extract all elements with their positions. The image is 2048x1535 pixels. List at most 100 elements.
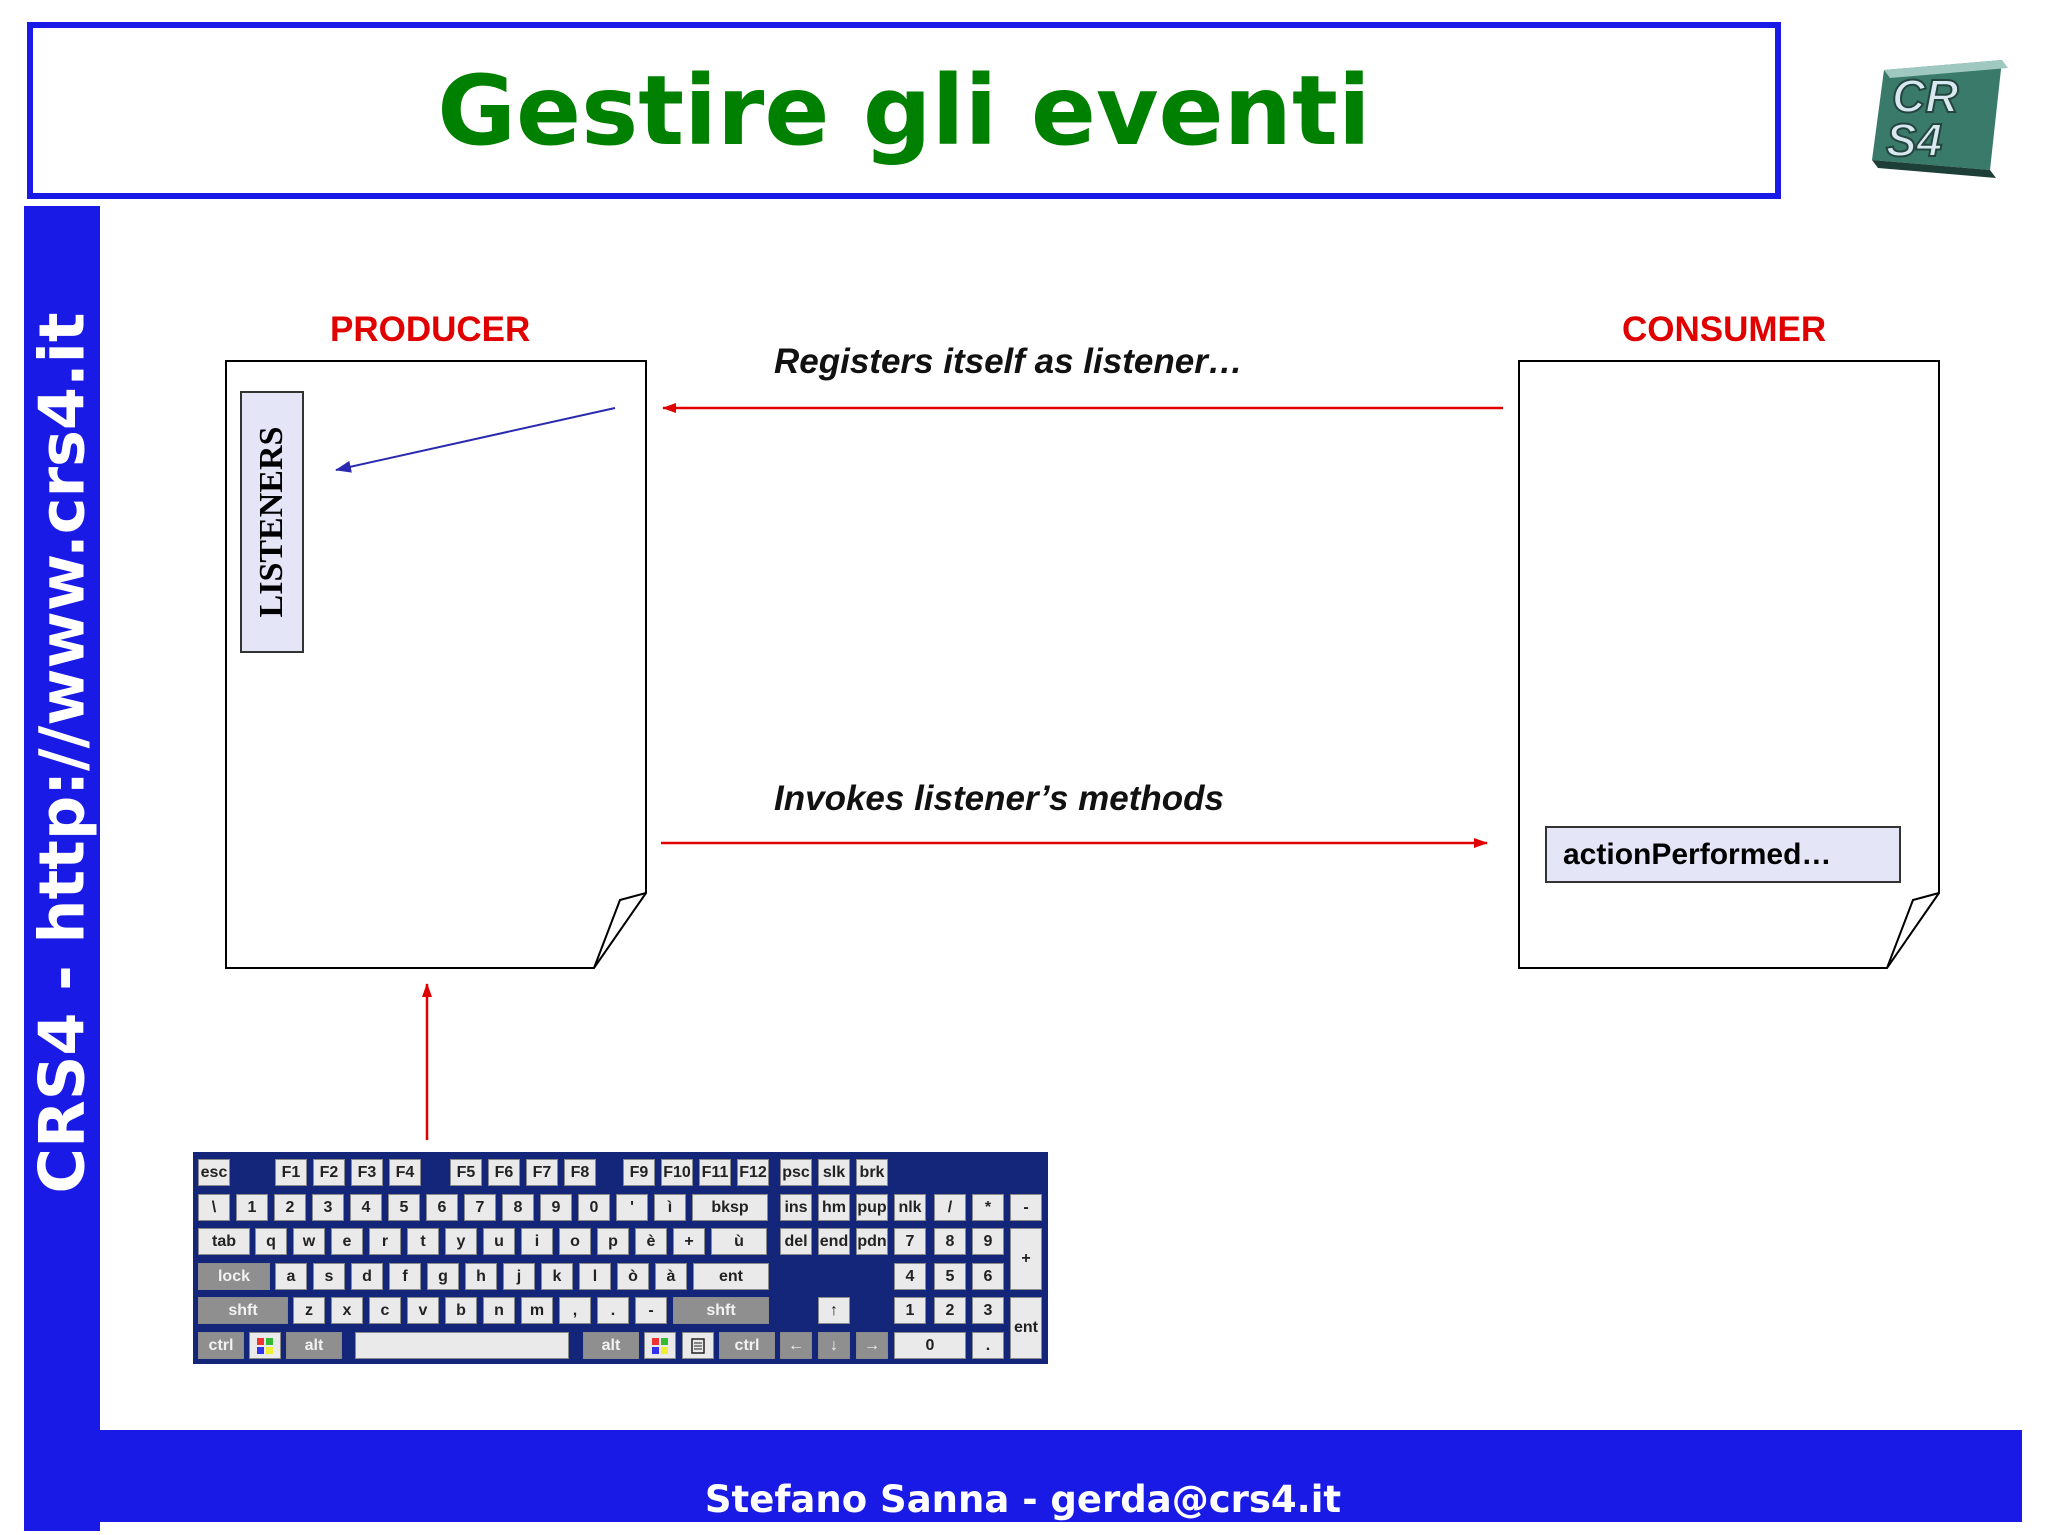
menu-key-icon — [682, 1332, 714, 1359]
key: y — [445, 1228, 477, 1255]
key: v — [407, 1297, 439, 1324]
key: shft — [198, 1297, 288, 1324]
listeners-label: LISTENERS — [253, 426, 290, 618]
windows-key-icon — [249, 1332, 281, 1359]
key: nlk — [894, 1194, 926, 1221]
key: g — [427, 1263, 459, 1290]
windows-key-icon — [644, 1332, 676, 1359]
producer-page-curl — [593, 892, 647, 969]
key: i — [521, 1228, 553, 1255]
key: t — [407, 1228, 439, 1255]
key: h — [465, 1263, 497, 1290]
key: ← — [780, 1332, 812, 1359]
key: ↓ — [818, 1332, 850, 1359]
key: F7 — [526, 1159, 558, 1186]
key: 1 — [894, 1297, 926, 1324]
key: \ — [198, 1194, 230, 1221]
key: f — [389, 1263, 421, 1290]
producer-label: PRODUCER — [330, 310, 531, 349]
producer-document — [225, 360, 647, 969]
key: 7 — [894, 1228, 926, 1255]
key: b — [445, 1297, 477, 1324]
key: s — [313, 1263, 345, 1290]
key: , — [559, 1297, 591, 1324]
key: F12 — [737, 1159, 769, 1186]
key: pdn — [856, 1228, 888, 1255]
key: ctrl — [719, 1332, 775, 1359]
key: bksp — [692, 1194, 768, 1221]
listeners-label-wrap: LISTENERS — [240, 391, 304, 653]
key: 1 — [236, 1194, 268, 1221]
key: ' — [616, 1194, 648, 1221]
key: 9 — [540, 1194, 572, 1221]
logo-cube-bottom — [1872, 160, 1996, 178]
key: F4 — [389, 1159, 421, 1186]
key: 6 — [426, 1194, 458, 1221]
key: alt — [286, 1332, 342, 1359]
key: brk — [856, 1159, 888, 1186]
key: 2 — [934, 1297, 966, 1324]
logo-letters-bottom: S4 — [1886, 114, 1942, 166]
key: ent — [693, 1263, 769, 1290]
key: / — [934, 1194, 966, 1221]
key: 8 — [502, 1194, 534, 1221]
key: 6 — [972, 1263, 1004, 1290]
key: q — [255, 1228, 287, 1255]
key: ò — [617, 1263, 649, 1290]
footer-author: Stefano Sanna - gerda@crs4.it — [704, 1477, 1342, 1521]
spacebar — [355, 1332, 569, 1359]
key: 9 — [972, 1228, 1004, 1255]
key: j — [503, 1263, 535, 1290]
key: u — [483, 1228, 515, 1255]
key: slk — [818, 1159, 850, 1186]
key: l — [579, 1263, 611, 1290]
title-box — [27, 22, 1781, 199]
key: z — [293, 1297, 325, 1324]
key: ì — [654, 1194, 686, 1221]
key: hm — [818, 1194, 850, 1221]
key: F5 — [450, 1159, 482, 1186]
key: ins — [780, 1194, 812, 1221]
slide-title: Gestire gli eventi — [437, 54, 1371, 167]
key: p — [597, 1228, 629, 1255]
key: a — [275, 1263, 307, 1290]
key: * — [972, 1194, 1004, 1221]
left-sidebar-bar — [24, 206, 100, 1531]
key: k — [541, 1263, 573, 1290]
key: del — [780, 1228, 812, 1255]
crs4-logo: CR S4 — [1872, 60, 2008, 178]
key: n — [483, 1297, 515, 1324]
key: + — [673, 1228, 705, 1255]
key: F8 — [564, 1159, 596, 1186]
key: end — [818, 1228, 850, 1255]
key: - — [635, 1297, 667, 1324]
key: ent — [1010, 1297, 1042, 1359]
key: 3 — [312, 1194, 344, 1221]
key: - — [1010, 1194, 1042, 1221]
key: shft — [673, 1297, 769, 1324]
registers-label: Registers itself as listener… — [774, 342, 1243, 381]
listener-add-arrow — [335, 407, 616, 473]
key: 2 — [274, 1194, 306, 1221]
action-performed-box: actionPerformed… — [1545, 826, 1901, 883]
key: ↑ — [818, 1297, 850, 1324]
key: w — [293, 1228, 325, 1255]
key: . — [972, 1332, 1004, 1359]
key: e — [331, 1228, 363, 1255]
key: alt — [583, 1332, 639, 1359]
consumer-document — [1518, 360, 1940, 969]
key: 0 — [894, 1332, 966, 1359]
key: m — [521, 1297, 553, 1324]
consumer-label: CONSUMER — [1622, 310, 1827, 349]
listeners-box — [240, 391, 304, 653]
key: à — [655, 1263, 687, 1290]
key: F2 — [313, 1159, 345, 1186]
key: o — [559, 1228, 591, 1255]
key: F11 — [699, 1159, 731, 1186]
key: ù — [711, 1228, 767, 1255]
key: 8 — [934, 1228, 966, 1255]
key: 5 — [934, 1263, 966, 1290]
key: c — [369, 1297, 401, 1324]
key: lock — [198, 1263, 270, 1290]
key: esc — [198, 1159, 230, 1186]
